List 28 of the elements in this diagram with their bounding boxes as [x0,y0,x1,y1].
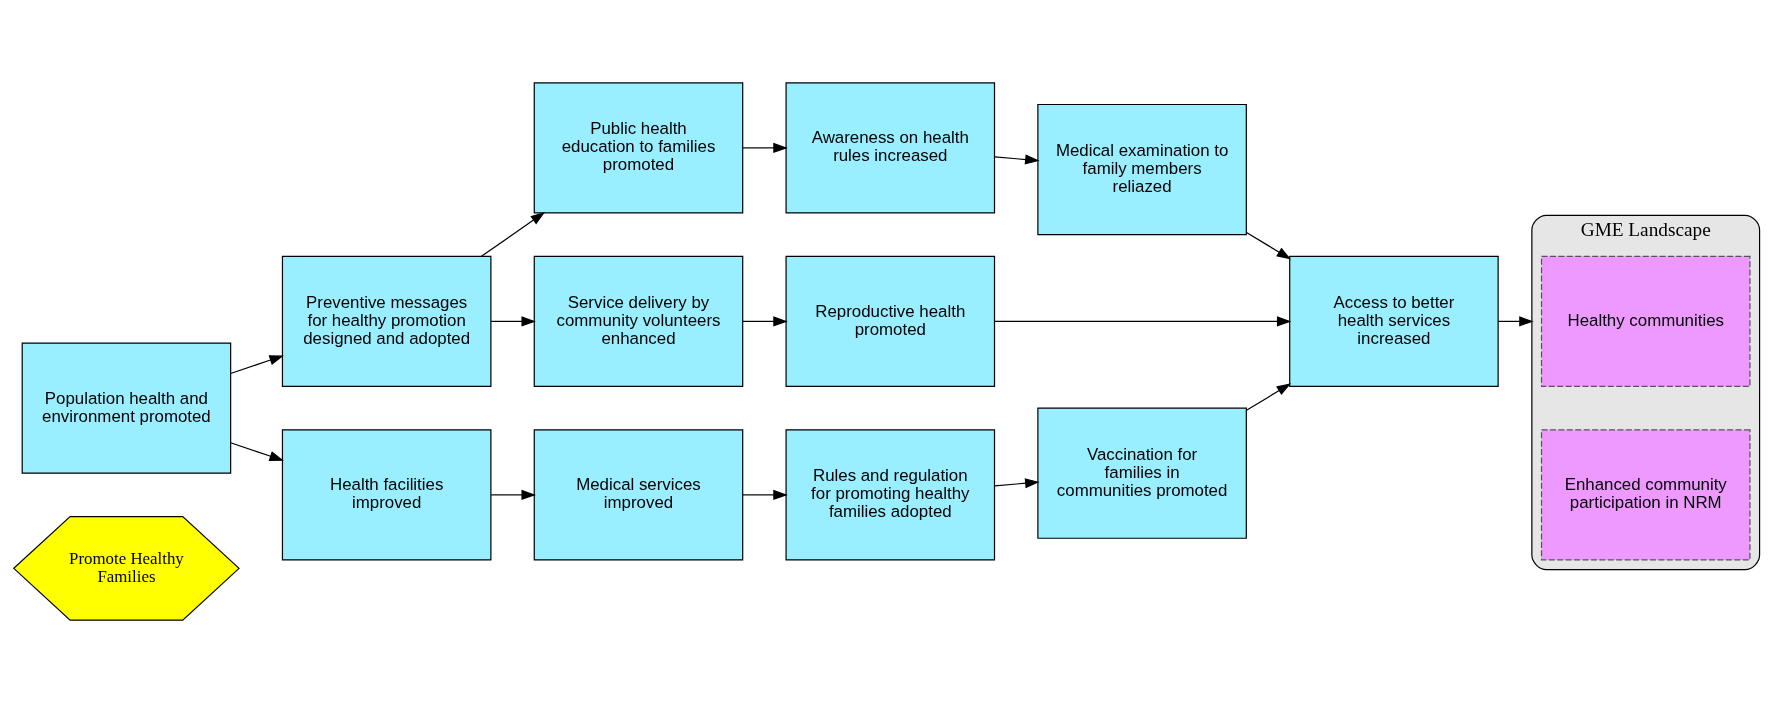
arrow [230,441,284,461]
node-box: Enhanced community participation in NRM [1540,428,1751,561]
node-box: Health facilities improved [281,428,492,561]
node-box: Public health education to families promoted [533,81,744,214]
node-box: Preventive messages for healthy promotion designed and adopted [281,255,492,387]
arrow [1245,382,1292,411]
node-box: Access to better health services increased [1289,255,1499,387]
arrow [994,153,1040,165]
arrow [230,354,284,374]
arrow [742,315,788,326]
arrow [490,315,536,326]
arrow [490,489,536,500]
arrow [994,315,1292,326]
node-box: Service delivery by community volunteers enhanced [533,255,744,387]
arrow [994,477,1040,488]
arrow [742,489,788,500]
node-box: Awareness on health rules increased [785,81,996,214]
node-box: Medical examination to family members reliazed [1037,103,1247,235]
node-box: Rules and regulation for promoting healthy families adopted [785,428,996,561]
node-box: Vaccination for families in communities promoted [1037,407,1247,539]
arrow [1245,231,1292,260]
node-box: Healthy communities [1540,255,1751,387]
node-box: Population health and environment promoted [21,341,232,474]
arrow [1497,315,1534,326]
arrow [742,142,788,153]
arrow [480,211,546,257]
node-box: Reproductive health promoted [785,255,996,387]
node-box: Medical services improved [533,428,744,561]
